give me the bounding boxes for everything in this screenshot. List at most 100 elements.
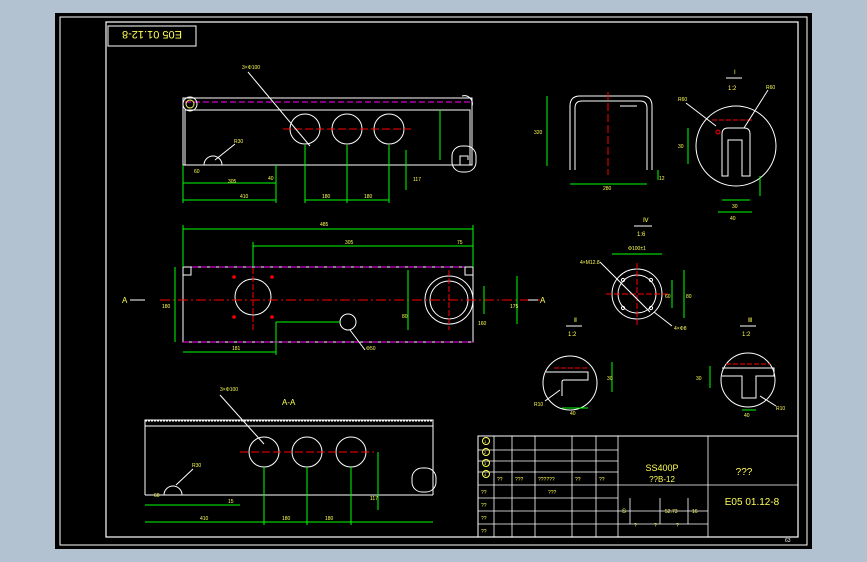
detail-iii-dim-40: 40: [744, 413, 750, 419]
detail-ii-circle: [542, 355, 598, 411]
detail-center-holes: 4×Φ8: [674, 326, 687, 332]
top-dim-40: 40: [268, 176, 274, 182]
corner-hole-left: [182, 96, 198, 112]
tb-cell-5: ???: [515, 477, 524, 483]
detail-center-thread: 4×M12.8: [580, 260, 600, 266]
tb-cell-7: ??: [575, 477, 581, 483]
detail-center: Ⅳ 1:6 Φ100±1 4×M12.8 4×Φ8 60 80: [580, 218, 692, 332]
title-block: 1 2 3 4 SS400P ??B-12 ??? E05 01.12-8 ??…: [477, 435, 799, 538]
section-dim-117: 117: [370, 496, 378, 502]
section-top-plate: [144, 419, 434, 427]
detail-i-scale: 1:2: [728, 86, 737, 92]
detail-iii-scale: 1:2: [742, 332, 751, 338]
tb-cell-10: S: [622, 509, 626, 515]
tb-cell-8: ??: [599, 477, 605, 483]
detail-i-circle: [695, 105, 777, 187]
side-dim-320: 320: [534, 130, 543, 136]
row-marker-2: 2: [484, 450, 487, 455]
top-dim-305: 305: [228, 179, 237, 185]
top-dim-60: 60: [194, 169, 200, 175]
tb-cell-14: ?: [654, 523, 657, 529]
section-title: A-A: [282, 398, 296, 407]
front-dim-80: 80: [402, 314, 408, 320]
section-dim-180b: 180: [325, 516, 334, 522]
front-view: A A 485 305 75 180 175 160 80 181 Φ50: [122, 222, 546, 355]
front-dim-181: 181: [232, 346, 241, 352]
detail-ii-dim-40: 40: [570, 411, 576, 417]
tb-cell-11: 52.73: [665, 509, 678, 515]
detail-ii-radius: R10: [534, 402, 543, 408]
detail-iii-label: Ⅲ: [748, 318, 752, 324]
row-marker-3: 3: [484, 461, 487, 466]
detail-i-label: I: [734, 70, 736, 76]
detail-center-dim-60: 60: [665, 294, 671, 300]
detail-ii: Ⅱ 1:2 R10 30 40: [534, 318, 613, 417]
detail-iii-dim-30: 30: [696, 376, 702, 382]
drawing-number-text: E05 01.12-8: [725, 497, 780, 508]
top-dim-180a: 180: [322, 194, 331, 200]
tb-cell-12: 16: [692, 509, 698, 515]
top-view: 3×Φ100 R30 410 305 180 180 60 40 117: [182, 65, 477, 203]
detail-i: I 1:2 R60 R60 30 40 30: [678, 70, 777, 222]
front-dim-175: 175: [510, 304, 519, 310]
drawing-number-stamp: E05 01.12-8: [107, 25, 197, 47]
section-dim-15: 15: [228, 499, 234, 505]
section-hole-callout: 3×Φ100: [220, 387, 238, 393]
top-dim-180b: 180: [364, 194, 373, 200]
section-dim-180a: 180: [282, 516, 291, 522]
section-dim-410: 410: [200, 516, 209, 522]
tb-cell-3: ??: [481, 529, 487, 535]
detail-ii-dim-30: 30: [607, 376, 613, 382]
tb-cell-2: ??: [481, 516, 487, 522]
section-marker-right: A: [540, 296, 546, 305]
material-text: SS400P: [645, 463, 678, 473]
corner-text: 63: [785, 538, 791, 544]
row-marker-4: 4: [484, 472, 487, 477]
part-name-text: ???: [736, 467, 753, 478]
section-marker-left: A: [122, 296, 128, 305]
top-dim-117: 117: [413, 177, 421, 183]
front-dim-180: 180: [162, 304, 171, 310]
front-dim-160: 160: [478, 321, 487, 327]
detail-i-dim-30: 30: [732, 204, 738, 210]
side-view: 320 280 12: [534, 92, 665, 192]
tb-cell-4: ??: [497, 477, 503, 483]
top-hole-callout: 3×Φ100: [242, 65, 260, 71]
stamp-text: E05 01.12-8: [122, 28, 182, 40]
tb-cell-6: ??????: [538, 477, 555, 483]
top-radius-callout: R30: [234, 139, 243, 145]
detail-iii: Ⅲ 1:2 R10 30 40: [696, 318, 785, 419]
row-marker-1: 1: [484, 439, 487, 444]
outer-frame: [59, 16, 808, 546]
detail-ii-scale: 1:2: [568, 332, 577, 338]
front-dim-phi50: Φ50: [366, 346, 376, 352]
detail-i-radius-left: R60: [678, 97, 687, 103]
section-view: A-A 3×Φ100 R30 410 180 180 117 60 15: [144, 387, 437, 525]
front-dim-485: 485: [320, 222, 329, 228]
detail-iii-circle: [720, 352, 776, 408]
tb-cell-9: ???: [548, 490, 557, 496]
front-dim-75: 75: [457, 240, 463, 246]
detail-iii-radius: R10: [776, 406, 785, 412]
detail-center-phi: Φ100±1: [628, 246, 646, 252]
detail-center-dim-80: 80: [686, 294, 692, 300]
tb-cell-1: ??: [481, 503, 487, 509]
side-dim-280: 280: [603, 186, 612, 192]
front-dim-305: 305: [345, 240, 354, 246]
tb-cell-15: ?: [676, 523, 679, 529]
detail-ii-label: Ⅱ: [574, 318, 577, 324]
section-dim-60: 60: [154, 493, 160, 499]
section-radius-callout: R30: [192, 463, 201, 469]
detail-center-label: Ⅳ: [643, 218, 649, 224]
tb-cell-13: ?: [634, 523, 637, 529]
hook-detail-section: [411, 467, 437, 493]
tb-cell-0: ??: [481, 490, 487, 496]
top-dim-410: 410: [240, 194, 249, 200]
detail-i-dim-40: 40: [730, 216, 736, 222]
side-dim-12: 12: [659, 176, 665, 182]
hook-detail-top: [451, 145, 477, 173]
inner-frame: [105, 21, 799, 538]
detail-center-scale: 1:6: [637, 232, 646, 238]
